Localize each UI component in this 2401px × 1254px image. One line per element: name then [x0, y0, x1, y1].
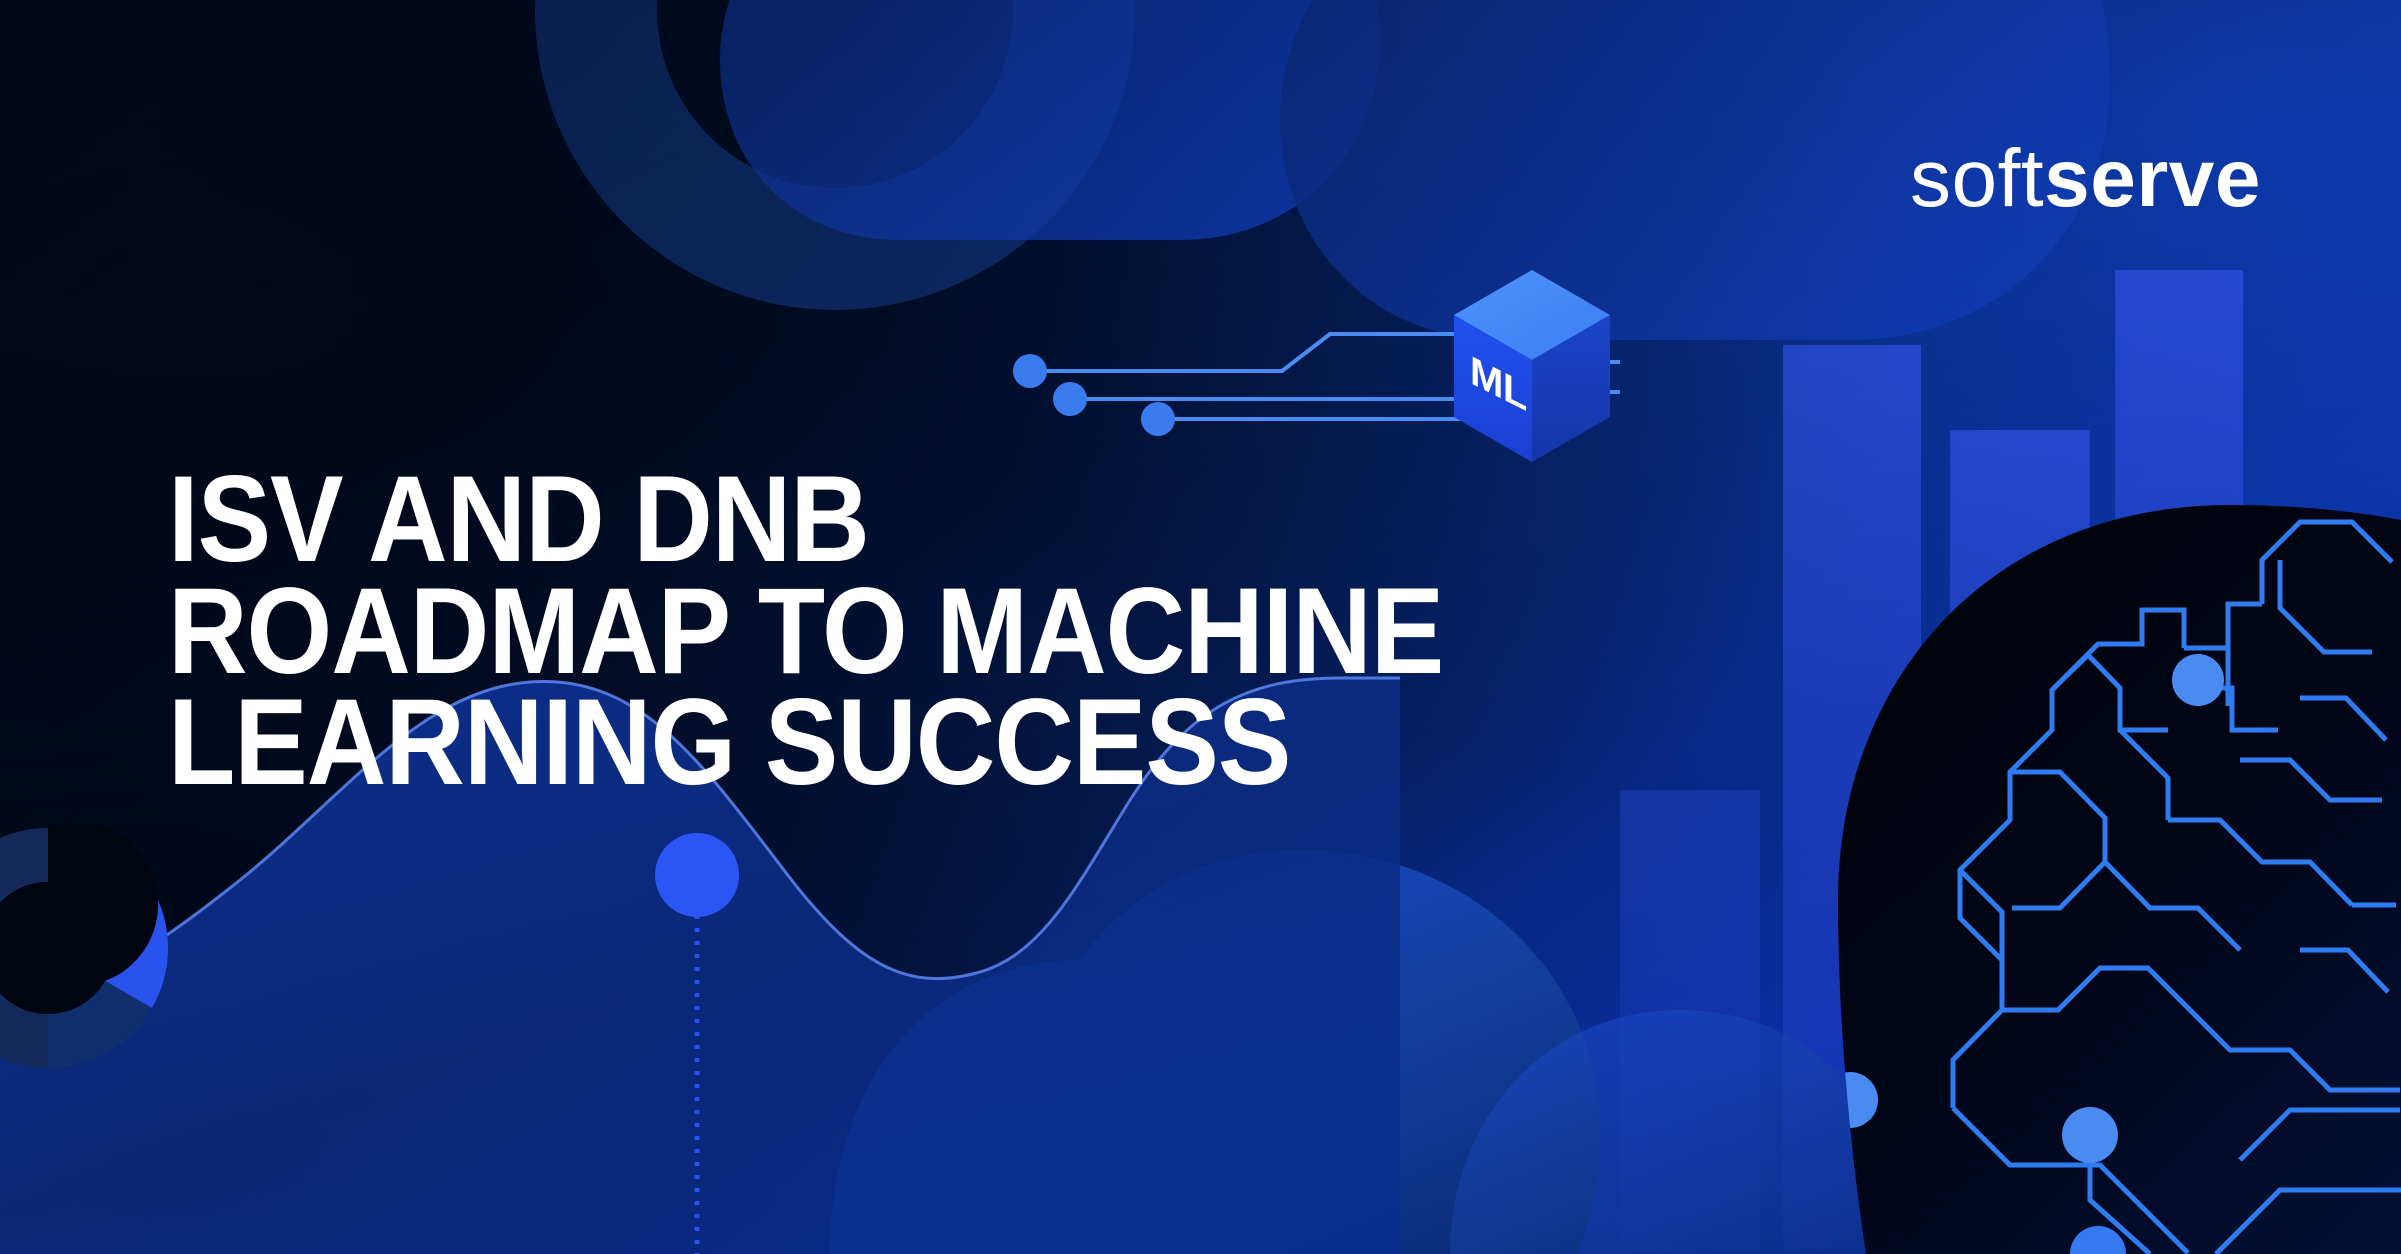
ml-cube-shape: [1454, 270, 1610, 462]
ml-cube: ML: [1452, 268, 1612, 464]
circuit-trace-nodes: [1013, 354, 1175, 436]
brain-circuit-nodes: [1838, 654, 2224, 1254]
page-title: ISV AND DNB ROADMAP TO MACHINE LEARNING …: [168, 458, 1788, 804]
logo-soft: soft: [1909, 133, 2045, 224]
cube-left-face: [1454, 315, 1532, 462]
headline-line-1: ISV AND DNB: [168, 451, 870, 588]
headline-line-2: ROADMAP TO MACHINE: [168, 562, 1444, 700]
logo-serve: serve: [2044, 133, 2261, 224]
headline-line-3: LEARNING SUCCESS: [168, 674, 1291, 812]
cube-right-face: [1532, 315, 1610, 462]
brain-circuit: [1950, 519, 2401, 1254]
softserve-logo: softserve: [1910, 138, 2261, 220]
